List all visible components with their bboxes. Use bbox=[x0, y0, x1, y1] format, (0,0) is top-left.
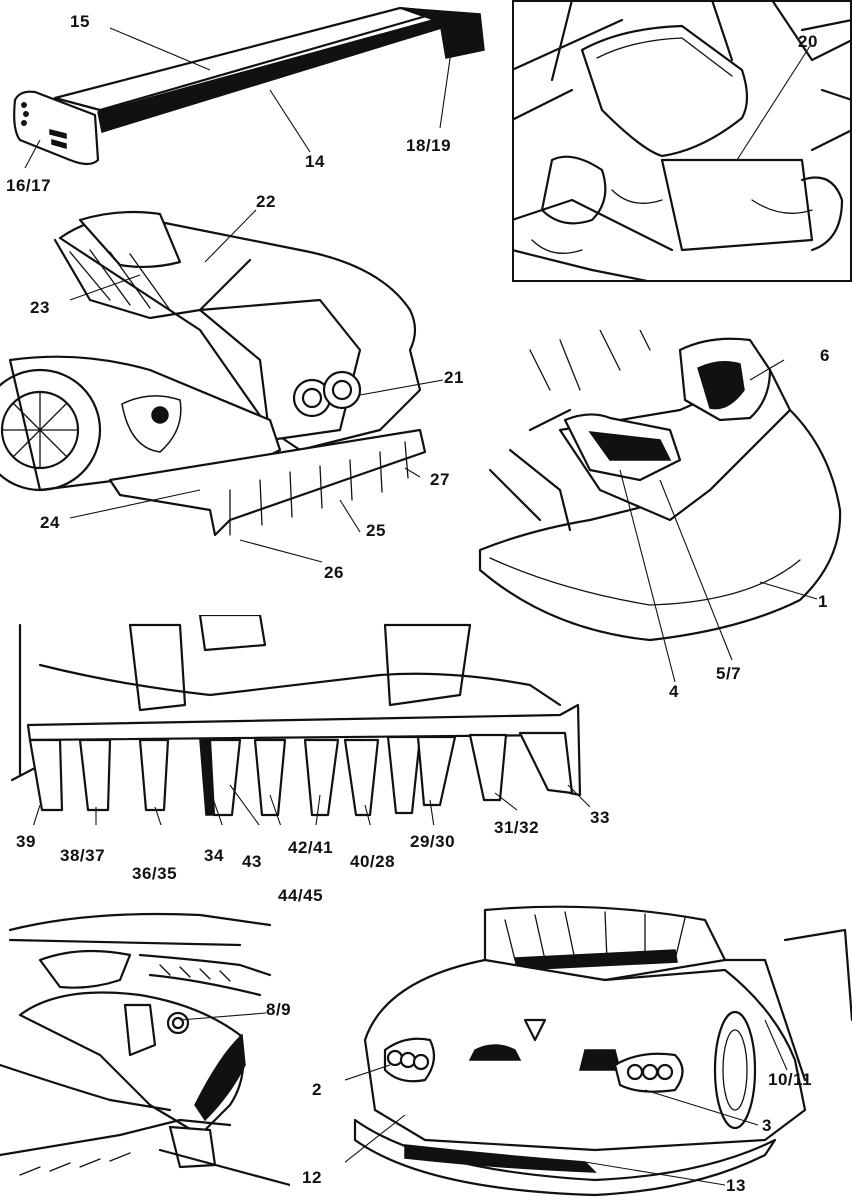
front-splitter-panel bbox=[470, 330, 852, 700]
label-10-11: 10/11 bbox=[768, 1070, 813, 1089]
label-31-32: 31/32 bbox=[494, 818, 540, 837]
front-view-panel bbox=[345, 900, 852, 1200]
label-25: 25 bbox=[366, 521, 386, 540]
label-18-19: 18/19 bbox=[406, 136, 452, 155]
label-16-17: 16/17 bbox=[6, 176, 52, 195]
label-13: 13 bbox=[726, 1176, 746, 1195]
label-14: 14 bbox=[305, 152, 325, 171]
label-27: 27 bbox=[430, 470, 450, 489]
rear-wing-panel bbox=[0, 0, 500, 200]
engine-cover-panel bbox=[512, 0, 852, 282]
engine-cover-drawing bbox=[512, 0, 852, 282]
label-26: 26 bbox=[324, 563, 344, 582]
label-1: 1 bbox=[818, 592, 828, 611]
rear-wing-drawing bbox=[13, 6, 485, 169]
diffuser-drawing bbox=[10, 615, 591, 825]
label-20: 20 bbox=[798, 32, 818, 51]
diffuser-panel bbox=[0, 615, 620, 825]
label-34: 34 bbox=[204, 846, 224, 865]
label-6: 6 bbox=[820, 346, 830, 365]
label-22: 22 bbox=[256, 192, 276, 211]
label-40-28: 40/28 bbox=[350, 852, 396, 871]
label-36-35: 36/35 bbox=[132, 864, 178, 883]
side-intake-panel bbox=[0, 905, 290, 1200]
front-splitter-drawing bbox=[478, 330, 842, 683]
label-43: 43 bbox=[242, 852, 262, 871]
label-24: 24 bbox=[40, 513, 60, 532]
front-view-drawing bbox=[345, 905, 852, 1197]
label-38-37: 38/37 bbox=[60, 846, 106, 865]
label-29-30: 29/30 bbox=[410, 832, 456, 851]
label-39: 39 bbox=[16, 832, 36, 851]
label-33: 33 bbox=[590, 808, 610, 827]
label-5-7: 5/7 bbox=[716, 664, 742, 683]
rear-body-drawing bbox=[0, 209, 444, 563]
label-15: 15 bbox=[70, 12, 90, 31]
label-42-41: 42/41 bbox=[288, 838, 334, 857]
rear-body-panel bbox=[0, 190, 500, 590]
label-44-45: 44/45 bbox=[278, 886, 324, 905]
label-21: 21 bbox=[444, 368, 464, 387]
label-4: 4 bbox=[669, 682, 679, 701]
label-12: 12 bbox=[302, 1168, 322, 1187]
side-intake-drawing bbox=[0, 912, 290, 1187]
label-2: 2 bbox=[312, 1080, 322, 1099]
label-8-9: 8/9 bbox=[266, 1000, 292, 1019]
label-3: 3 bbox=[762, 1116, 772, 1135]
label-23: 23 bbox=[30, 298, 50, 317]
